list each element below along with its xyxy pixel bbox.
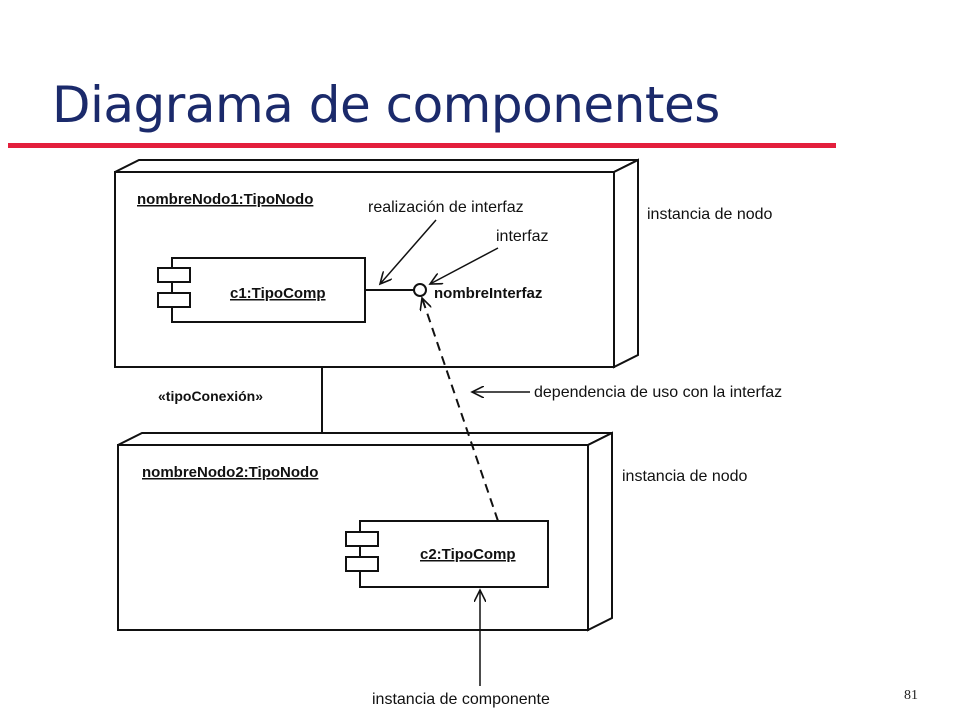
node-1-name: nombreNodo1:TipoNodo	[137, 191, 313, 208]
interface-name: nombreInterfaz	[434, 285, 542, 302]
usage-dependency-annotation: dependencia de uso con la interfaz	[534, 384, 782, 401]
node-instance-annotation-1: instancia de nodo	[647, 206, 773, 223]
title-underline	[8, 143, 836, 148]
component-1	[157, 257, 366, 323]
node-instance-annotation-2: instancia de nodo	[622, 468, 748, 485]
slide-title: Diagrama de componentes	[52, 76, 720, 134]
node-2-name: nombreNodo2:TipoNodo	[142, 464, 318, 481]
connection-stereotype: «tipoConexión»	[158, 388, 263, 404]
realization-annotation-arrow	[380, 219, 437, 284]
component-instance-annotation: instancia de componente	[372, 691, 550, 708]
component-1-name: c1:TipoComp	[230, 285, 326, 302]
interface-annotation-arrow	[430, 247, 499, 284]
interface-circle	[413, 283, 427, 297]
component-2-name: c2:TipoComp	[420, 546, 516, 563]
component-2	[345, 520, 549, 588]
interface-annotation: interfaz	[496, 228, 548, 245]
page-number: 81	[904, 688, 918, 703]
usage-dependency-line	[422, 298, 499, 522]
realization-annotation: realización de interfaz	[368, 199, 524, 216]
